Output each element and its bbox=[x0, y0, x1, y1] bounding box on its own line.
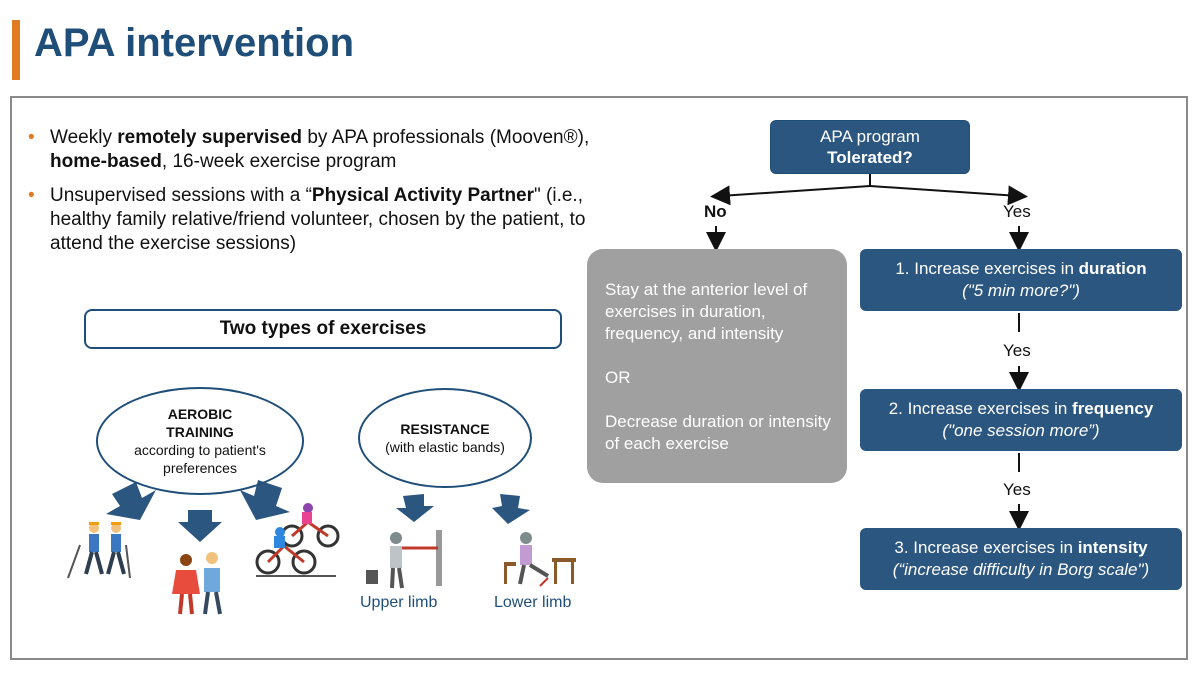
title-accent-bar bbox=[12, 20, 20, 80]
step-frequency-box: 2. Increase exercises in frequency ("one… bbox=[860, 389, 1182, 451]
down-arrow-icon bbox=[106, 482, 156, 520]
step-2-note: ("one session more”) bbox=[942, 421, 1100, 440]
aerobic-title-line1: AEROBIC bbox=[167, 406, 233, 422]
bullet-2-part-2: Physical Activity Partner bbox=[311, 185, 535, 206]
walkers-icon bbox=[67, 522, 131, 579]
bullet-dot: • bbox=[28, 127, 35, 148]
upper-limb-label: Upper limb bbox=[360, 594, 438, 611]
program-tolerated-box: APA program Tolerated? bbox=[770, 120, 970, 174]
no-outcome-text-1: Stay at the anterior level of exercises … bbox=[605, 280, 808, 343]
step-1-keyword: duration bbox=[1078, 259, 1147, 278]
content-frame bbox=[10, 96, 1188, 660]
step-3-prefix: 3. Increase exercises in bbox=[894, 538, 1078, 557]
down-arrow-icon bbox=[240, 480, 290, 520]
bullet-2-part-1: Unsupervised sessions with a “ bbox=[50, 185, 312, 206]
yes-branch-label: Yes bbox=[1003, 480, 1031, 499]
down-arrow-icon bbox=[178, 510, 222, 542]
program-box-line1: APA program bbox=[820, 127, 920, 146]
no-outcome-box: Stay at the anterior level of exercises … bbox=[587, 249, 847, 483]
bullet-1-part-1: Weekly bbox=[50, 127, 118, 148]
down-arrow-icon bbox=[492, 494, 530, 524]
step-2-prefix: 2. Increase exercises in bbox=[888, 399, 1073, 418]
resistance-desc: (with elastic bands) bbox=[385, 439, 505, 455]
aerobic-desc-line2: preferences bbox=[163, 460, 237, 476]
bullet-text: Weekly remotely supervised by APA profes… bbox=[50, 126, 610, 174]
flow-connectors bbox=[706, 174, 1029, 531]
step-3-keyword: intensity bbox=[1077, 538, 1148, 557]
aerobic-desc-line1: according to patient's bbox=[134, 442, 266, 458]
yes-branch-label: Yes bbox=[1003, 202, 1031, 221]
page-title: APA intervention bbox=[34, 21, 355, 65]
no-outcome-or: OR bbox=[605, 368, 631, 387]
bullet-1-part-2: remotely supervised bbox=[117, 127, 303, 148]
bullet-1-part-5: , 16-week exercise program bbox=[161, 151, 397, 172]
bullet-text: Unsupervised sessions with a “Physical A… bbox=[50, 184, 610, 256]
bullet-dot: • bbox=[28, 185, 35, 206]
down-arrow-icon bbox=[396, 494, 434, 522]
bullet-1-part-3: by APA professionals (Mooven®), bbox=[302, 127, 590, 148]
bullet-2-part-3: " (i.e., healthy family relative/friend … bbox=[50, 185, 586, 254]
no-outcome-text-2: Decrease duration or intensity of each e… bbox=[605, 412, 831, 453]
bullet-1-part-4: home-based bbox=[50, 151, 162, 172]
program-box-line2: Tolerated? bbox=[827, 148, 913, 167]
upper-limb-exercise-icon bbox=[366, 530, 442, 589]
aerobic-title-line2: TRAINING bbox=[166, 424, 234, 440]
lower-limb-label: Lower limb bbox=[494, 594, 572, 611]
step-2-keyword: frequency bbox=[1072, 399, 1154, 418]
cyclists-icon bbox=[255, 503, 340, 577]
yes-branch-label: Yes bbox=[1003, 341, 1031, 360]
step-1-prefix: 1. Increase exercises in bbox=[895, 259, 1079, 278]
lower-limb-exercise-icon bbox=[504, 532, 576, 587]
step-3-note: (“increase difficulty in Borg scale") bbox=[892, 560, 1150, 579]
aerobic-training-ellipse: AEROBIC TRAINING according to patient's … bbox=[96, 387, 304, 495]
step-duration-box: 1. Increase exercises in duration ("5 mi… bbox=[860, 249, 1182, 311]
step-1-note: ("5 min more?") bbox=[962, 281, 1080, 300]
exercise-types-heading: Two types of exercises bbox=[84, 309, 562, 349]
pedestrians-icon bbox=[172, 552, 222, 615]
step-intensity-box: 3. Increase exercises in intensity (“inc… bbox=[860, 528, 1182, 590]
no-branch-label: No bbox=[704, 202, 727, 221]
resistance-title: RESISTANCE bbox=[400, 421, 490, 437]
resistance-ellipse: RESISTANCE (with elastic bands) bbox=[358, 388, 532, 488]
